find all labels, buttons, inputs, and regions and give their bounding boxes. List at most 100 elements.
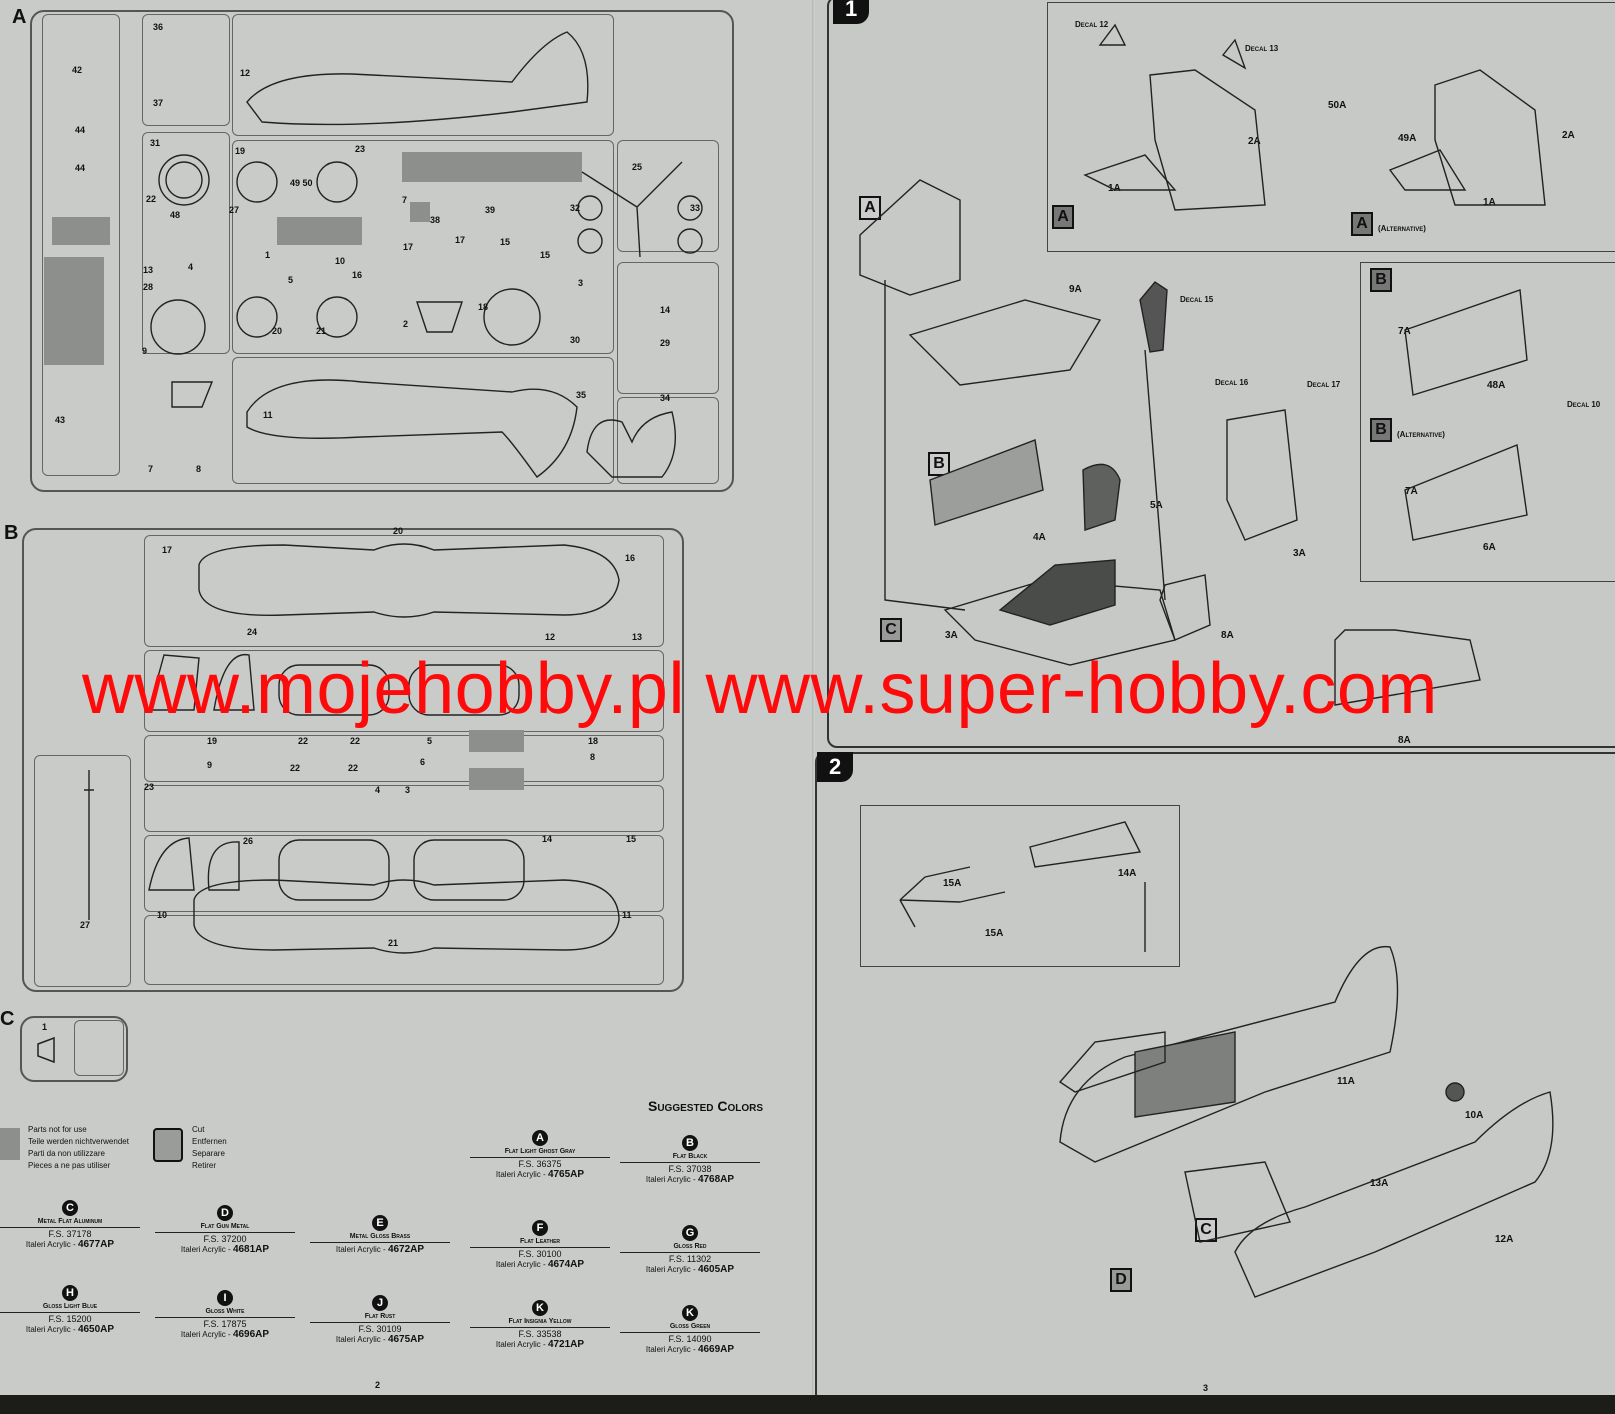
paint-code: 4696AP [232, 1329, 270, 1340]
part-number: 7 [148, 464, 154, 474]
part-label: 2A [1562, 130, 1575, 141]
step-1-drawing [859, 23, 1546, 706]
part-number: 9 [207, 760, 213, 770]
color-item: H Gloss Light Blue F.S. 15200 Italeri Ac… [0, 1285, 140, 1335]
subassembly-tag-a-ref: A [859, 196, 881, 220]
part-label: 13A [1370, 1178, 1389, 1189]
sprue-a-parts-drawing [150, 31, 703, 478]
part-number: 32 [570, 203, 581, 213]
alternative-label: (Alternative) [1397, 430, 1445, 439]
part-label: 6A [1483, 542, 1496, 553]
not-for-use-swatch [0, 1128, 20, 1160]
color-name: Metal Flat Aluminum [0, 1218, 140, 1228]
color-letter-badge: G [682, 1225, 698, 1241]
decal-label: Decal 10 [1567, 400, 1601, 409]
step-1-panel [827, 0, 1615, 748]
part-label: 8A [1221, 630, 1234, 641]
legend-line: Parts not for use [28, 1125, 87, 1134]
part-label: 8A [1398, 735, 1411, 746]
right-page: 1 A A (Alternative) A B B (Alternative) … [815, 0, 1615, 1404]
color-paint-code: Italeri Acrylic - 4605AP [620, 1264, 760, 1275]
color-name: Flat Black [620, 1153, 760, 1163]
color-name: Gloss White [155, 1308, 295, 1318]
color-paint-code: Italeri Acrylic - 4765AP [470, 1169, 610, 1180]
not-for-use-part [52, 217, 110, 245]
part-number: 10 [157, 910, 168, 920]
sprue-a-cell [617, 397, 719, 484]
part-label: 10A [1465, 1110, 1484, 1121]
part-number: 34 [660, 393, 671, 403]
subassembly-a-box [1047, 2, 1615, 252]
color-letter-badge: A [532, 1130, 548, 1146]
watermark: www.mojehobby.pl www.super-hobby.com [82, 649, 1438, 729]
color-paint-code: Italeri Acrylic - 4677AP [0, 1239, 140, 1250]
legend-line: Pieces a ne pas utiliser [28, 1161, 111, 1170]
legend-line: Entfernen [192, 1137, 227, 1146]
sprue-a-letter: A [12, 6, 27, 28]
color-paint-code: Italeri Acrylic - 4672AP [310, 1244, 450, 1255]
not-for-use-legend: Parts not for use Teile werden nichtverw… [28, 1124, 129, 1172]
color-letter-badge: H [62, 1285, 78, 1301]
part-number: 13 [632, 632, 643, 642]
part-number: 24 [247, 627, 258, 637]
color-fs-code: F.S. 36375 [518, 1159, 562, 1169]
part-label: 15A [943, 878, 962, 889]
color-fs-code: F.S. 11302 [668, 1254, 712, 1264]
part-number: 31 [150, 138, 161, 148]
paint-brand: Italeri Acrylic - [335, 1245, 386, 1254]
decal-label: Decal 13 [1245, 44, 1279, 53]
color-fs-code: F.S. 17875 [203, 1319, 247, 1329]
part-number: 18 [478, 302, 489, 312]
part-number: 16 [352, 270, 363, 280]
part-number: 22 [146, 194, 157, 204]
not-for-use-part [469, 768, 524, 790]
paint-brand: Italeri Acrylic - [180, 1245, 231, 1254]
part-number: 36 [153, 22, 164, 32]
detail-inset-box [860, 805, 1180, 967]
alternative-label: (Alternative) [1378, 224, 1426, 233]
legend-line: Cut [192, 1125, 205, 1134]
part-number: 27 [229, 205, 240, 215]
part-number: 5 [288, 275, 294, 285]
color-item: D Flat Gun Metal F.S. 37200 Italeri Acry… [155, 1205, 295, 1255]
part-number: 15 [626, 834, 637, 844]
color-name: Gloss Green [620, 1323, 760, 1333]
legend-line: Separare [192, 1149, 225, 1158]
part-number: 15 [500, 237, 511, 247]
color-fs-code: F.S. 37038 [668, 1164, 712, 1174]
sprue-c-letter: C [0, 1008, 15, 1030]
part-number: 48 [170, 210, 181, 220]
subassembly-tag-b: B [1370, 268, 1392, 292]
part-number: 23 [355, 144, 366, 154]
paint-brand: Italeri Acrylic - [645, 1175, 696, 1184]
sprue-b-parts-drawing [84, 543, 620, 954]
part-number: 35 [576, 390, 587, 400]
color-letter-badge: J [372, 1295, 388, 1311]
page-number-right: 3 [1203, 1383, 1209, 1393]
decal-label: Decal 15 [1180, 295, 1214, 304]
sprue-a-prop-cell [617, 140, 719, 252]
part-number: 38 [430, 215, 441, 225]
color-name: Gloss Red [620, 1243, 760, 1253]
part-number: 23 [144, 782, 155, 792]
sprue-a-fuselage-12-cell [232, 14, 614, 136]
part-number: 16 [625, 553, 636, 563]
part-number: 11 [622, 910, 632, 920]
part-number: 3 [578, 278, 584, 288]
color-item: G Gloss Red F.S. 11302 Italeri Acrylic -… [620, 1225, 760, 1275]
not-for-use-part [469, 730, 524, 752]
paint-brand: Italeri Acrylic - [495, 1260, 546, 1269]
decal-label: Decal 16 [1215, 378, 1249, 387]
color-paint-code: Italeri Acrylic - 4650AP [0, 1324, 140, 1335]
part-number: 25 [632, 162, 643, 172]
part-label: 14A [1118, 868, 1137, 879]
part-number: 11 [263, 410, 273, 420]
sprue-b-cell [34, 755, 131, 987]
color-item: I Gloss White F.S. 17875 Italeri Acrylic… [155, 1290, 295, 1340]
part-number: 37 [153, 98, 164, 108]
color-paint-code: Italeri Acrylic - 4768AP [620, 1174, 760, 1185]
sprue-c-frame: 1 [20, 1016, 128, 1082]
color-letter-badge: B [682, 1135, 698, 1151]
part-number: 13 [143, 265, 154, 275]
sprue-c-cell [74, 1020, 124, 1076]
